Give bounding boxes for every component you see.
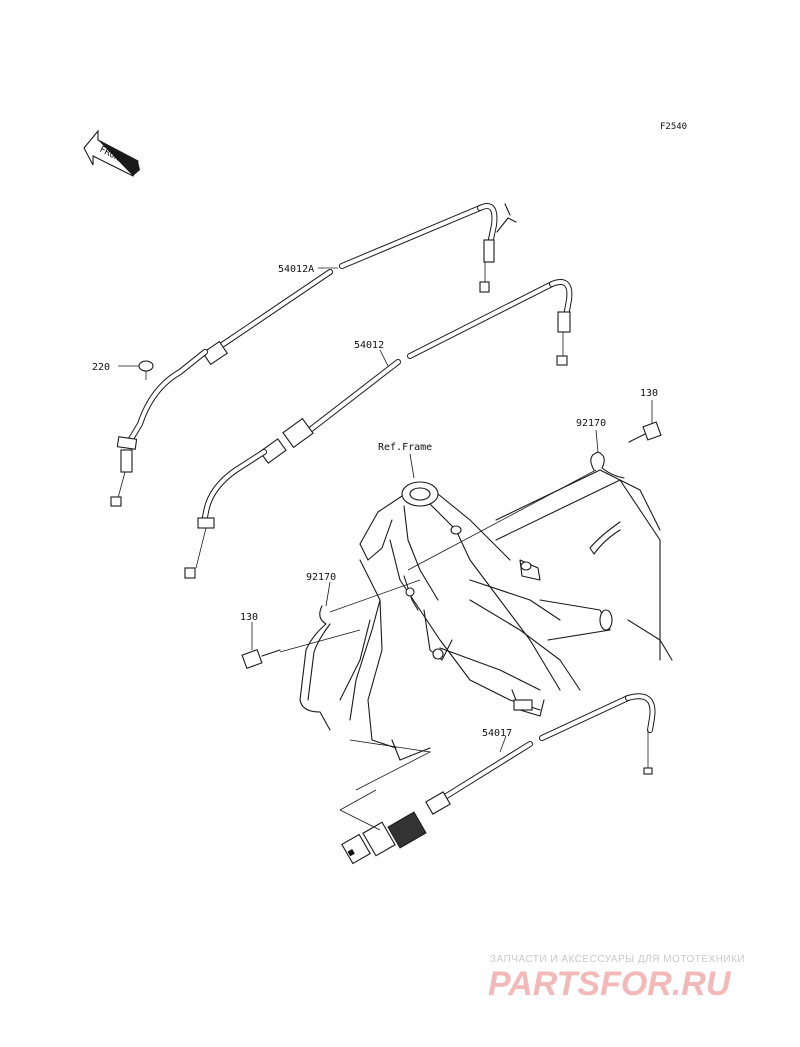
label-130-left: 130	[240, 612, 258, 623]
clamp-left	[299, 605, 331, 731]
front-arrow-icon: FRONT	[83, 129, 140, 177]
diagram-code: F2540	[660, 122, 687, 132]
svg-text:■: ■	[347, 847, 357, 859]
watermark-logo: PARTSFOR.RU	[488, 965, 732, 1003]
label-54012a: 54012A	[278, 264, 314, 275]
cable-54012a	[110, 203, 517, 507]
cable-54012	[184, 279, 573, 579]
label-54012: 54012	[354, 340, 384, 351]
cap-220	[138, 360, 154, 380]
label-220: 220	[92, 362, 110, 373]
label-54017: 54017	[482, 728, 512, 739]
watermark-tagline: ЗАПЧАСТИ И АКСЕССУАРЫ ДЛЯ МОТОТЕХНИКИ	[490, 954, 745, 965]
label-92170-left: 92170	[306, 572, 336, 583]
bolt-right	[628, 421, 662, 443]
ref-frame-label: Ref.Frame	[378, 442, 432, 453]
bolt-left	[241, 648, 281, 670]
clamp-top	[590, 451, 625, 479]
label-130-right: 130	[640, 388, 658, 399]
label-92170-top: 92170	[576, 418, 606, 429]
motorcycle-frame	[339, 469, 673, 761]
cable-54017: ■	[341, 693, 656, 865]
